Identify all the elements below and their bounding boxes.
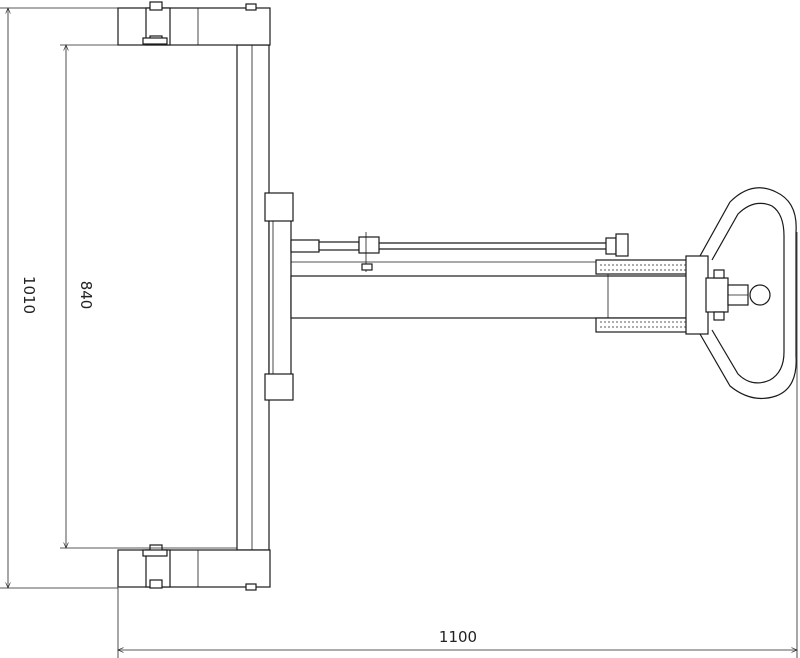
coil-spring — [595, 259, 697, 333]
handle-coupling — [685, 255, 771, 335]
boom-beam — [290, 246, 692, 319]
dim-overall-width — [0, 8, 118, 588]
hydraulic-rod — [290, 232, 629, 272]
bottom-wheel-assembly — [117, 544, 271, 591]
top-wheel-assembly — [117, 1, 271, 46]
mast-mount — [264, 192, 294, 401]
dim-overall-length — [118, 232, 797, 658]
dim-label-overall-length: 1100 — [439, 628, 477, 646]
steering-handle — [699, 187, 797, 399]
base-frame — [236, 44, 270, 551]
dim-label-overall-width: 1010 — [20, 276, 38, 314]
dim-inner-width — [60, 45, 237, 548]
dim-label-inner-width: 840 — [77, 281, 95, 310]
